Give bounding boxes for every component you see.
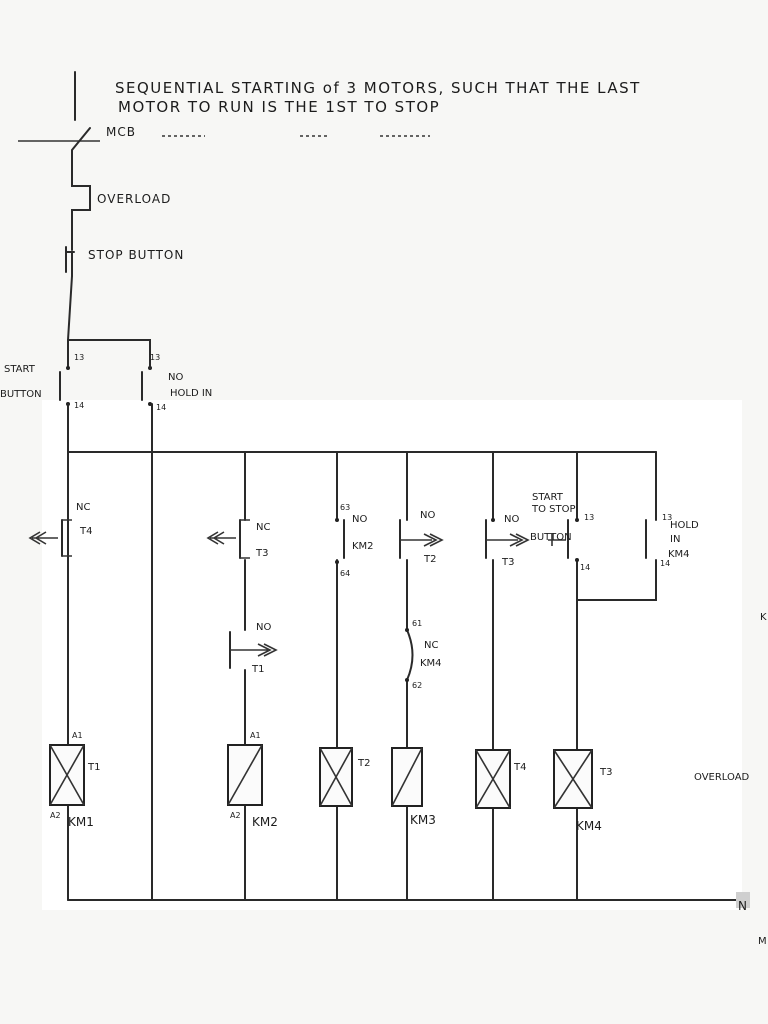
no-label-hold: NO: [168, 372, 183, 383]
coil-km2-a2: A2: [230, 811, 241, 820]
coil-km3: [391, 747, 423, 807]
timer-arrow-left-t4: [28, 531, 58, 545]
km2-contact-label: KM2: [352, 541, 374, 552]
terminal-61-dot: [405, 628, 409, 632]
km4-contact-label: KM4: [420, 658, 442, 669]
edge-k-label: K: [760, 612, 767, 623]
nc-t3-ends: [240, 519, 250, 559]
timer-arrow-right-t2: [400, 533, 444, 547]
branch-hold-km4: [576, 451, 657, 601]
terminal-63-label: 63: [340, 503, 350, 512]
terminal-14b-label: 14: [156, 403, 166, 412]
coil-t4: [475, 749, 511, 809]
timer-arrow-right-t1: [230, 643, 278, 657]
nc-label-t4: NC: [76, 502, 90, 513]
start-label: START: [4, 364, 36, 375]
stop-to-junction-wire: [67, 275, 73, 341]
neutral-label: N: [738, 899, 747, 913]
nc-t4-ends: [62, 519, 72, 557]
no-label-t2: NO: [420, 510, 435, 521]
overload-right-label: OVERLOAD: [694, 772, 750, 783]
title-line-1: SEQUENTIAL STARTING of 3 MOTORS, SUCH TH…: [115, 79, 641, 97]
stop-button-symbol: [65, 239, 75, 277]
start-hold-junction: [67, 339, 151, 361]
terminal-63-dot: [335, 518, 339, 522]
paper-sheet: [42, 400, 742, 910]
terminal-14c-dot: [575, 558, 579, 562]
coil-t2-timer: T2: [357, 758, 370, 769]
start-to-stop-actuator: [548, 534, 566, 546]
coil-km1: [49, 744, 85, 806]
no-label-t1: NO: [256, 622, 271, 633]
edge-m-label: M: [758, 936, 767, 947]
terminal-62-label: 62: [412, 681, 422, 690]
coil-km4-name: KM4: [576, 819, 602, 833]
hold-label: HOLD: [670, 520, 699, 531]
coil-km3-name: KM3: [410, 813, 436, 827]
terminal-14c-label: 14: [580, 563, 590, 572]
terminal-61-label: 61: [412, 619, 422, 628]
coil-km1-a2: A2: [50, 811, 61, 820]
button-right-label: BUTTON: [530, 532, 572, 543]
timer-arrow-right-t3: [486, 533, 530, 547]
overload-symbol: [71, 179, 91, 241]
coil-km2-name: KM2: [252, 815, 278, 829]
timer-arrow-left-t3: [206, 531, 236, 545]
nc-label-t3: NC: [256, 522, 270, 533]
overload-label: OVERLOAD: [97, 192, 171, 206]
mcb-label: MCB: [106, 125, 136, 139]
t1-contact-label: T1: [251, 664, 264, 675]
coil-km1-timer: T1: [87, 762, 100, 773]
coil-km1-a1: A1: [72, 731, 83, 740]
t2-contact-label: T2: [423, 554, 436, 565]
coil-km2-a1: A1: [250, 731, 261, 740]
hold-in-label: HOLD IN: [170, 388, 212, 399]
km4-hold-label: KM4: [668, 549, 690, 560]
terminal-13c-dot: [575, 518, 579, 522]
mcb-switch: [71, 127, 91, 181]
coil-t2: [319, 747, 353, 807]
to-stop-label: TO STOP: [531, 504, 576, 515]
title-line-2: MOTOR TO RUN IS THE 1ST TO STOP: [118, 98, 440, 116]
start-to-stop-label: START: [532, 492, 564, 503]
terminal-64-dot: [335, 560, 339, 564]
coil-t4-timer: T4: [513, 762, 526, 773]
coil-km4: [553, 749, 593, 809]
stop-button-label: STOP BUTTON: [88, 248, 184, 262]
no-label-km2: NO: [352, 514, 367, 525]
coil-km1-name: KM1: [68, 815, 94, 829]
in-label: IN: [670, 534, 680, 545]
nc-label-km4: NC: [424, 640, 438, 651]
neutral-tab: [736, 892, 750, 908]
terminal-14-label: 14: [74, 401, 84, 410]
coil-km2: [227, 744, 263, 806]
t3-no-contact-label: T3: [501, 557, 514, 568]
terminal-13-dot: [66, 366, 70, 370]
nc-km4-contact: [406, 629, 414, 681]
terminal-13b-label: 13: [150, 353, 160, 362]
terminal-13-label: 13: [74, 353, 84, 362]
terminal-13c-label: 13: [584, 513, 594, 522]
terminal-64-label: 64: [340, 569, 350, 578]
terminal-62-dot: [405, 678, 409, 682]
t3-contact-top-dot: [491, 518, 495, 522]
coil-km4-timer: T3: [599, 767, 612, 778]
terminal-14d-label: 14: [660, 559, 670, 568]
t4-contact-label: T4: [79, 526, 92, 537]
terminal-13d-label: 13: [662, 513, 672, 522]
no-label-t3: NO: [504, 514, 519, 525]
t3-contact-label: T3: [255, 548, 268, 559]
button-label: BUTTON: [0, 389, 42, 400]
